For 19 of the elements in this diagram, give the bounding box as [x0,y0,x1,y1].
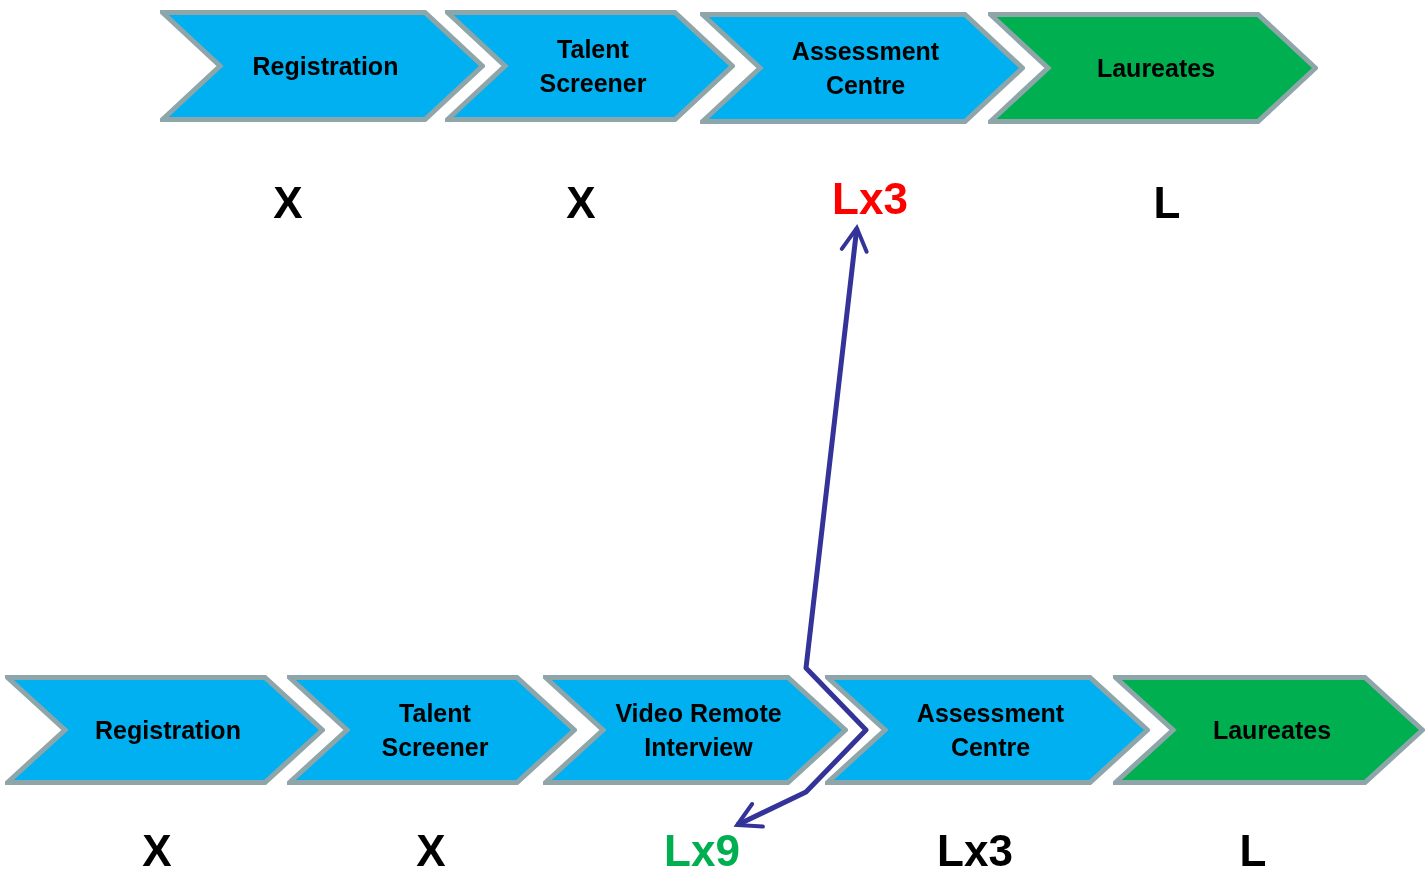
count-text: Lx3 [936,826,1014,873]
count-text: X [415,826,447,873]
count-text: X [141,826,173,873]
step-label: Assessment Centre [790,36,941,101]
step-label: Registration [95,715,241,746]
step-label: Talent Screener [380,698,490,763]
count-text: L [1152,178,1182,228]
count-text: Lx3 [831,174,909,224]
count-text: L [1238,826,1268,873]
step-label: Assessment Centre [915,698,1066,763]
arrow [735,226,869,829]
count-text: Lx9 [663,826,741,873]
count-text: X [565,178,597,228]
step-label: Talent Screener [538,34,648,99]
step-label: Video Remote Interview [614,698,783,763]
step-label: Laureates [1212,715,1332,746]
step-label: Registration [252,51,399,82]
count-text: X [272,178,304,228]
step-label: Laureates [1096,53,1216,84]
